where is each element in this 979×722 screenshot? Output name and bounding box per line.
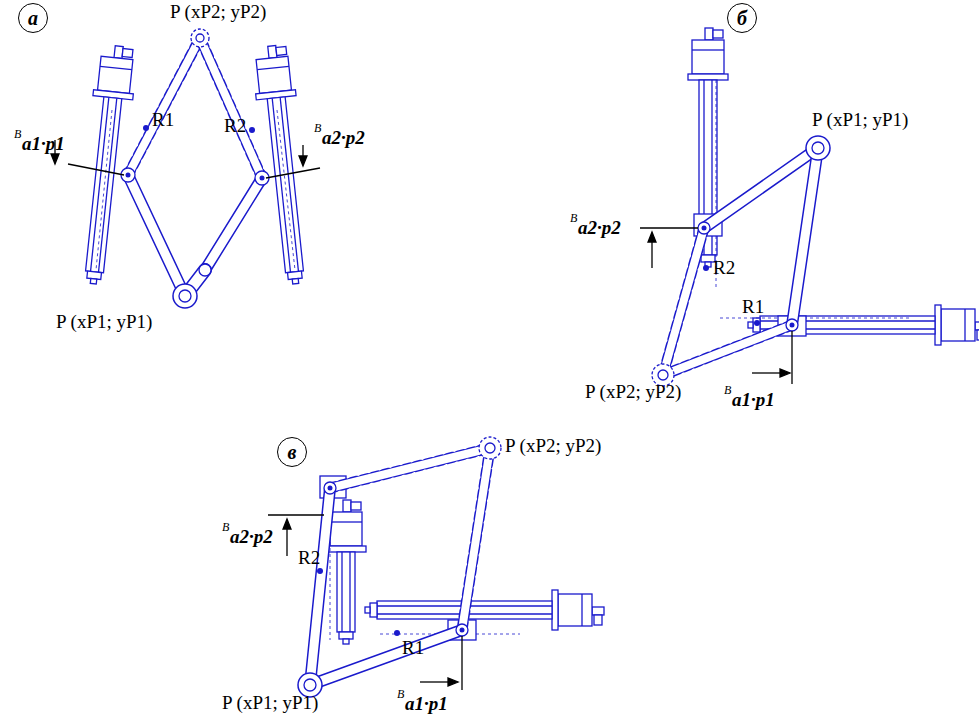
force-label: a1·p1 <box>405 694 448 715</box>
pivot-label: R2 <box>713 258 735 279</box>
frame-label: B <box>570 212 577 225</box>
point-label: P (xP1; yP1) <box>56 312 152 333</box>
point-label: P (xP1; yP1) <box>812 110 908 131</box>
force-label: a1·p1 <box>732 390 775 411</box>
point-label: P (xP2; yP2) <box>170 2 266 23</box>
frame-label: B <box>222 521 229 534</box>
force-label: a2·p2 <box>322 128 365 149</box>
panel-letter: в <box>288 442 297 462</box>
force-label: a2·p2 <box>578 218 621 239</box>
panel-letter-circle: в <box>277 437 307 467</box>
pivot-label: R2 <box>224 116 246 137</box>
frame-label: B <box>724 384 731 397</box>
panel-letter: б <box>737 8 747 28</box>
pivot-label: R1 <box>152 110 174 131</box>
frame-label: B <box>397 688 404 701</box>
frame-label: B <box>14 128 21 141</box>
force-label: a1·p1 <box>22 134 65 155</box>
pivot-label: R1 <box>742 297 764 318</box>
pivot-label: R1 <box>402 638 424 659</box>
panel-letter: а <box>28 8 38 28</box>
panel-letter-circle: б <box>727 3 757 33</box>
point-label: P (xP2; yP2) <box>505 436 601 457</box>
point-label: P (xP2; yP2) <box>585 382 681 403</box>
force-label: a2·p2 <box>230 527 273 548</box>
point-label: P (xP1; yP1) <box>222 693 318 714</box>
panel-letter-circle: а <box>18 3 48 33</box>
frame-label: B <box>314 122 321 135</box>
pivot-label: R2 <box>298 548 320 569</box>
